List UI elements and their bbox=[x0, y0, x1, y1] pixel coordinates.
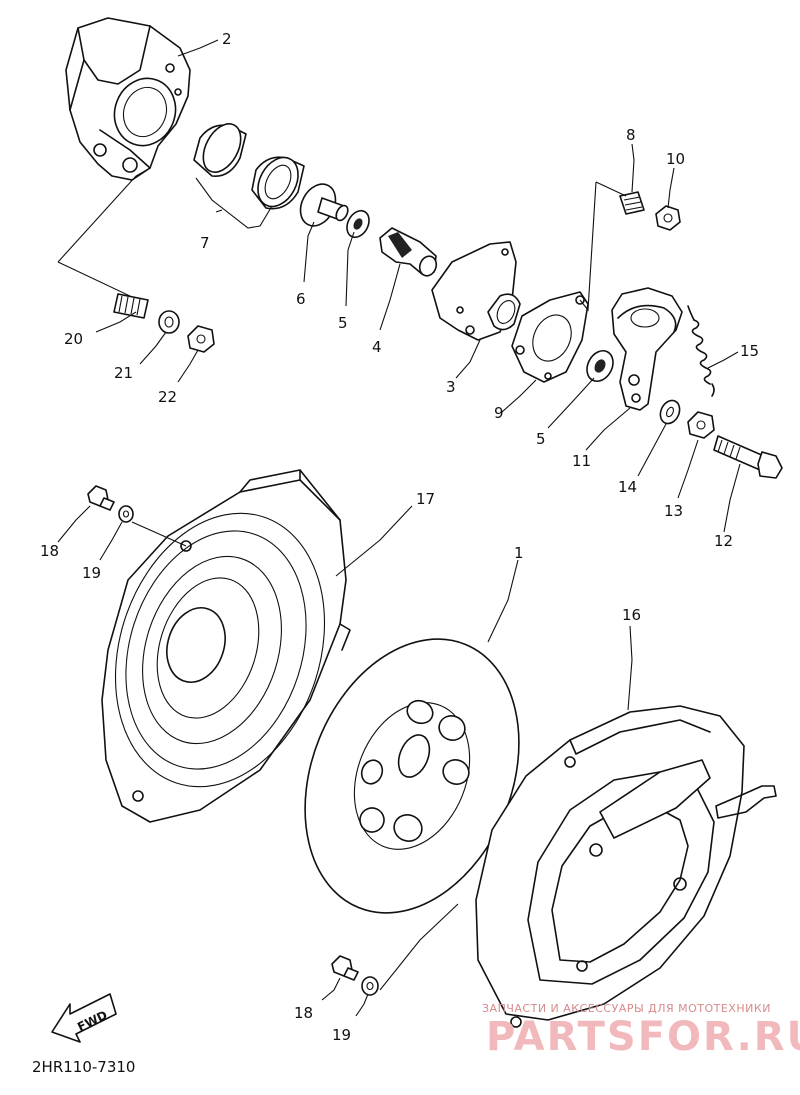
watermark: ЗАПЧАСТИ И АКСЕССУАРЫ ДЛЯ МОТОТЕХНИКИ PA… bbox=[482, 1002, 800, 1060]
part-12-bolt bbox=[713, 435, 783, 479]
callout-15: 15 bbox=[740, 342, 759, 360]
callout-12: 12 bbox=[714, 532, 733, 550]
leader-lines bbox=[57, 39, 741, 1017]
callout-19: 19 bbox=[82, 564, 101, 582]
callout-11: 11 bbox=[572, 452, 591, 470]
callout-3: 3 bbox=[446, 378, 456, 396]
part-8-stud bbox=[619, 191, 645, 215]
callout-17: 17 bbox=[416, 490, 435, 508]
part-5-seal bbox=[586, 349, 614, 383]
callout-9: 9 bbox=[494, 404, 504, 422]
callout-1: 1 bbox=[514, 544, 524, 562]
callout-4: 4 bbox=[372, 338, 382, 356]
part-22-nut bbox=[187, 325, 215, 353]
callout-20: 20 bbox=[64, 330, 83, 348]
callout-22: 22 bbox=[158, 388, 177, 406]
part-4-camshaft bbox=[379, 227, 438, 277]
part-11-brake-lever bbox=[611, 287, 683, 411]
callout-13: 13 bbox=[664, 502, 683, 520]
part-17-hub-cover bbox=[101, 469, 351, 823]
callout-5: 5 bbox=[338, 314, 348, 332]
part-3-bracket-plate bbox=[431, 241, 521, 341]
part-21-washer bbox=[158, 310, 180, 334]
part-14-washer bbox=[659, 399, 681, 425]
callout-labels: 2 7 6 5 4 3 9 5 8 10 15 11 14 13 12 20 2… bbox=[40, 30, 759, 1044]
callout-8: 8 bbox=[626, 126, 636, 144]
diagram-code: 2HR110-7310 bbox=[32, 1058, 135, 1076]
callout-19: 19 bbox=[332, 1026, 351, 1044]
callout-2: 2 bbox=[222, 30, 232, 48]
part-13-nut bbox=[687, 411, 715, 439]
callout-6: 6 bbox=[296, 290, 306, 308]
part-9-gasket bbox=[511, 291, 589, 383]
part-5-oil-seal bbox=[346, 209, 370, 239]
part-1-brake-disc bbox=[304, 638, 520, 914]
part-16-disc-cover bbox=[475, 705, 777, 1028]
part-10-nut bbox=[655, 205, 681, 231]
callout-14: 14 bbox=[618, 478, 637, 496]
callout-5: 5 bbox=[536, 430, 546, 448]
part-18-bolt-lower bbox=[331, 955, 359, 981]
part-7-dust-boot bbox=[251, 156, 305, 210]
part-7-piston bbox=[193, 123, 247, 177]
callout-10: 10 bbox=[666, 150, 685, 168]
part-20-stud-bolt bbox=[113, 293, 149, 319]
callout-7: 7 bbox=[200, 234, 210, 252]
part-18-bolt-upper bbox=[87, 485, 115, 511]
watermark-tagline: ЗАПЧАСТИ И АКСЕССУАРЫ ДЛЯ МОТОТЕХНИКИ bbox=[482, 1002, 771, 1015]
callout-18: 18 bbox=[294, 1004, 313, 1022]
fwd-arrow-icon: FWD bbox=[51, 993, 117, 1043]
part-19-washer-lower bbox=[361, 976, 379, 996]
part-19-washer-upper bbox=[118, 505, 134, 523]
callout-16: 16 bbox=[622, 606, 641, 624]
part-15-spring bbox=[687, 305, 715, 397]
part-2-caliper-bracket bbox=[65, 17, 191, 181]
part-6-shaft bbox=[299, 183, 349, 227]
callout-21: 21 bbox=[114, 364, 133, 382]
watermark-logo-text: PARTSFOR.RU bbox=[486, 1014, 800, 1060]
callout-18: 18 bbox=[40, 542, 59, 560]
